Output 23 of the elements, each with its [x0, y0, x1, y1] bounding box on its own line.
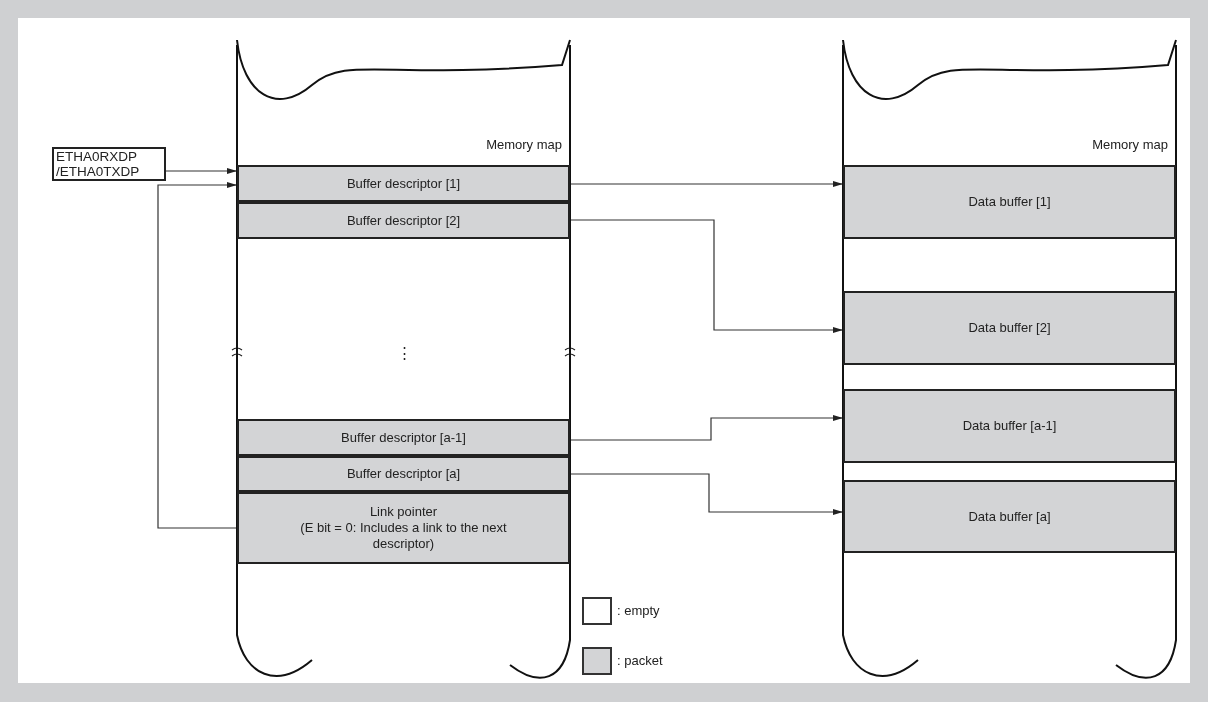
arrow — [569, 415, 844, 441]
arrow — [157, 182, 238, 529]
cell-note: (E bit = 0: Includes a link to the next descriptor) — [299, 520, 508, 552]
buffer-cell: Data buffer [a-1] — [843, 389, 1176, 463]
legend-label: : empty — [617, 603, 660, 618]
buffer-cell: Data buffer [1] — [843, 165, 1176, 239]
column-heading: Memory map — [486, 137, 562, 152]
ellipsis-mark: ⋮ — [397, 344, 412, 362]
arrow — [569, 181, 844, 187]
descriptor-cell: Buffer descriptor [a] — [237, 456, 570, 492]
arrow — [165, 168, 238, 174]
link-pointer-cell — [237, 492, 570, 564]
buffer-cell: Data buffer [2] — [843, 291, 1176, 365]
cell-heading: Link pointer — [369, 504, 438, 520]
descriptor-cell: Buffer descriptor [a-1] — [237, 419, 570, 456]
legend-label: : packet — [617, 653, 663, 668]
arrow — [569, 219, 844, 333]
descriptor-cell: Buffer descriptor [2] — [237, 202, 570, 239]
register-box: ETHA0RXDP /ETHA0TXDP — [52, 147, 166, 181]
buffer-cell: Data buffer [a] — [843, 480, 1176, 553]
descriptor-cell: Buffer descriptor [1] — [237, 165, 570, 202]
arrow — [569, 473, 844, 515]
column-heading: Memory map — [1092, 137, 1168, 152]
